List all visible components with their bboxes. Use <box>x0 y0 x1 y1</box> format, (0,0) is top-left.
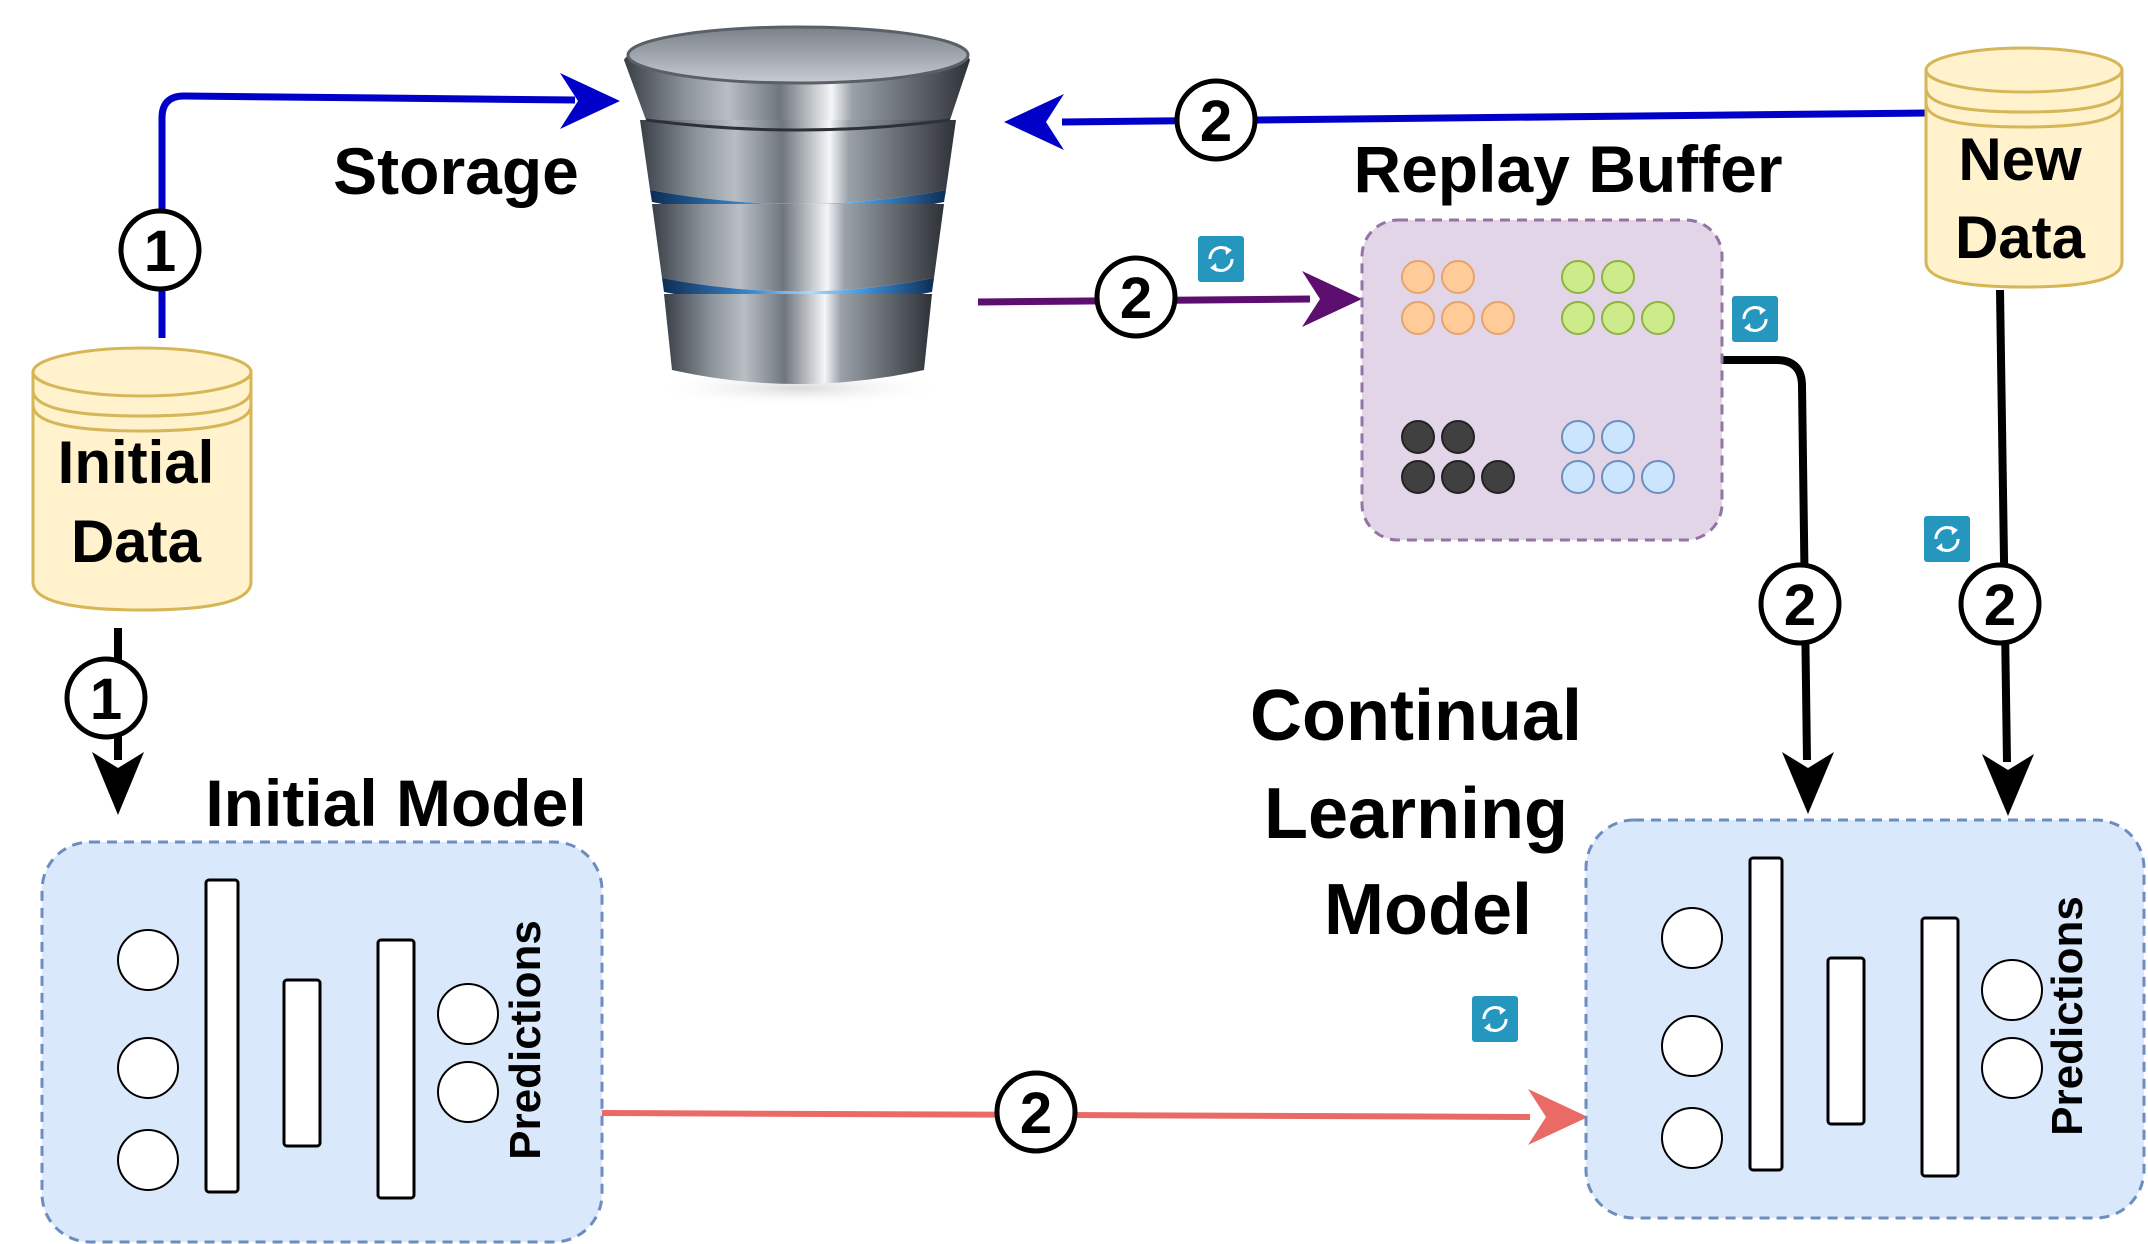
continual-model-label-line2: Learning <box>1264 774 1568 854</box>
initial-model-layer-2 <box>282 978 322 1148</box>
step-badge-newdata-to-storage: 2 <box>1174 78 1258 162</box>
svg-text:1: 1 <box>90 667 122 732</box>
step-badge-initial-to-storage: 1 <box>118 208 202 292</box>
continual-model-layer-2 <box>1826 956 1866 1126</box>
svg-text:1: 1 <box>144 219 176 284</box>
storage-database-icon <box>624 25 970 406</box>
arrow-initial-data-to-storage <box>158 73 620 338</box>
svg-text:2: 2 <box>1200 89 1232 154</box>
sync-icon[interactable] <box>1472 996 1518 1042</box>
arrow-new-data-to-continual-model <box>1982 289 2034 816</box>
svg-text:2: 2 <box>1120 266 1152 331</box>
continual-model-input-nodes <box>1661 907 1723 1169</box>
continual-model-layer-1 <box>1748 856 1784 1172</box>
continual-model-label-line3: Model <box>1324 870 1532 950</box>
replay-buffer-label: Replay Buffer <box>1353 132 1782 206</box>
storage-label: Storage <box>333 134 579 208</box>
initial-model-output-nodes <box>437 983 499 1123</box>
step-badge-initial-model-to-continual: 2 <box>994 1070 1078 1154</box>
initial-data-label-line1: Initial <box>58 429 215 496</box>
sync-icon[interactable] <box>1732 296 1778 342</box>
continual-model-predictions-label: Predictions <box>2043 896 2092 1136</box>
step-badge-storage-to-buffer: 2 <box>1094 255 1178 339</box>
new-data-cylinder: New Data <box>1924 46 2124 289</box>
initial-model-layer-3 <box>376 938 416 1200</box>
continual-model-box: Predictions <box>1584 818 2146 1220</box>
initial-model-label: Initial Model <box>205 766 586 840</box>
svg-text:2: 2 <box>1784 573 1816 638</box>
sync-icon[interactable] <box>1924 516 1970 562</box>
dark-sample-group <box>1401 420 1515 494</box>
green-sample-group <box>1561 260 1675 335</box>
initial-model-box: Predictions <box>40 840 604 1244</box>
replay-buffer-box <box>1360 218 1724 542</box>
step-badge-newdata-to-continual: 2 <box>1958 562 2042 646</box>
arrow-initial-model-to-continual-model <box>601 1089 1588 1145</box>
sync-icon[interactable] <box>1198 236 1244 282</box>
initial-model-predictions-label: Predictions <box>501 920 550 1160</box>
step-badge-buffer-to-continual: 2 <box>1758 562 1842 646</box>
initial-data-cylinder: Initial Data <box>31 346 253 612</box>
continual-model-output-nodes <box>1981 959 2043 1099</box>
new-data-label-line1: New <box>1958 126 2082 193</box>
orange-sample-group <box>1401 260 1515 335</box>
arrow-replay-buffer-to-continual-model <box>1722 356 1834 814</box>
initial-data-label-line2: Data <box>71 508 202 575</box>
step-badge-initial-to-model: 1 <box>64 656 148 740</box>
svg-text:2: 2 <box>1984 573 2016 638</box>
initial-model-layer-1 <box>204 878 240 1194</box>
lightblue-sample-group <box>1561 420 1675 494</box>
svg-text:2: 2 <box>1020 1081 1052 1146</box>
continual-model-layer-3 <box>1920 916 1960 1178</box>
continual-model-label-line1: Continual <box>1250 676 1582 756</box>
initial-model-input-nodes <box>117 929 179 1191</box>
new-data-label-line2: Data <box>1955 204 2086 271</box>
